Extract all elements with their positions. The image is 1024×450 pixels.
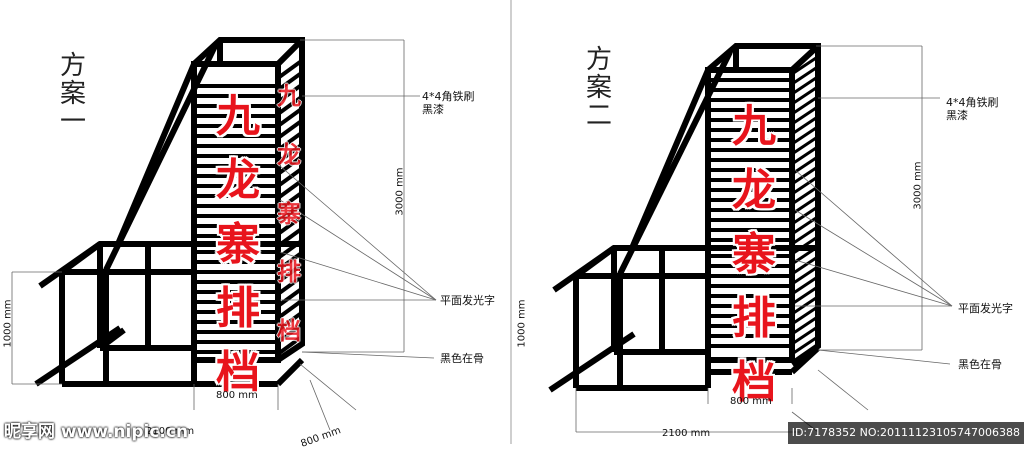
scheme-one-frame-note: 黑色在骨 xyxy=(440,352,484,365)
scheme-two-base-dim: 2100 mm xyxy=(662,428,711,439)
sign-char: 排 xyxy=(732,293,776,344)
note-line: 4*4角铁刷 xyxy=(946,96,999,109)
scheme-two-width-dim: 800 mm xyxy=(730,396,772,407)
scheme-one-depth-dim: 1000 mm xyxy=(2,299,14,348)
note-line: 黑漆 xyxy=(422,103,444,116)
scheme-one-width-dim: 800 mm xyxy=(216,390,258,401)
scheme-two-sign-front: 九 龙 寨 排 档 xyxy=(716,90,792,408)
scheme-two-depth-dim: 1000 mm xyxy=(516,299,528,348)
sign-char: 档 xyxy=(732,357,776,408)
scheme-two-title: 方 案 二 xyxy=(584,46,614,130)
scheme-one-frame xyxy=(11,37,437,431)
title-char: 一 xyxy=(59,107,86,137)
sign-side-char: 龙 xyxy=(277,139,301,169)
sign-char: 九 xyxy=(216,91,260,142)
sign-char: 龙 xyxy=(732,165,776,216)
scheme-two-height-dim: 3000 mm xyxy=(912,161,924,210)
sign-char: 九 xyxy=(732,101,776,152)
sign-side-char: 寨 xyxy=(277,198,301,228)
panel-divider xyxy=(510,0,512,444)
sign-char: 龙 xyxy=(216,155,260,206)
watermark-left: 昵享网 www.nipic.cn xyxy=(4,422,189,442)
sign-side-char: 九 xyxy=(277,81,301,110)
title-char: 方 xyxy=(59,51,86,81)
scheme-two-frame xyxy=(548,43,953,433)
title-char: 案 xyxy=(59,79,86,109)
note-line: 黑漆 xyxy=(946,109,968,122)
title-char: 方 xyxy=(585,45,612,75)
scheme-one-light-note: 平面发光字 xyxy=(440,294,495,307)
sign-char: 档 xyxy=(216,347,260,398)
scheme-one-sign-front: 九 龙 寨 排 档 xyxy=(200,80,276,398)
scheme-two-frame-note: 黑色在骨 xyxy=(958,358,1002,371)
scheme-two-light-note: 平面发光字 xyxy=(958,302,1013,315)
sign-char: 寨 xyxy=(732,229,776,280)
title-char: 二 xyxy=(585,101,612,131)
scheme-one-height-dim: 3000 mm xyxy=(394,167,406,216)
sign-char: 排 xyxy=(216,283,260,334)
sign-side-char: 排 xyxy=(277,257,301,287)
scheme-one-title: 方 案 一 xyxy=(58,52,88,136)
sign-char: 寨 xyxy=(216,219,260,270)
scheme-one-bottom-dim: 2100 mm xyxy=(146,426,195,437)
note-line: 4*4角铁刷 xyxy=(422,90,475,103)
scheme-two-steel-note: 4*4角铁刷 黑漆 xyxy=(946,96,999,122)
scheme-one-sign-side: 九 龙 寨 排 档 xyxy=(276,76,302,346)
watermark-right: ID:7178352 NO:20111123105747006388 xyxy=(787,422,1024,444)
scheme-one-panel xyxy=(0,0,510,444)
sign-side-char: 档 xyxy=(277,316,301,345)
scheme-one-steel-note: 4*4角铁刷 黑漆 xyxy=(422,90,475,116)
title-char: 案 xyxy=(585,73,612,103)
